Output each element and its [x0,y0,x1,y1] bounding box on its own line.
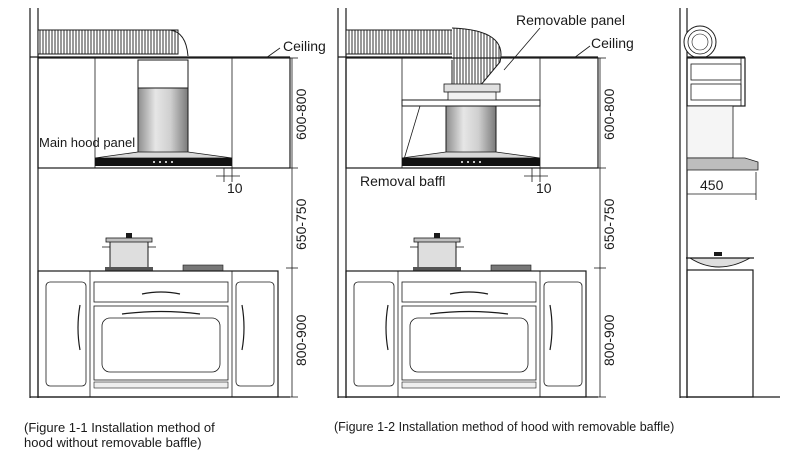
figure-1-2 [337,8,606,398]
figure-1-1-caption: (Figure 1-1 Installation method of hood … [24,420,215,450]
dim-middle-2: 650-750 [601,198,617,250]
dim-lower-2: 800-900 [601,314,617,366]
dim-upper-2: 600-800 [601,88,617,140]
figure-1-1-caption-line2: hood without removable baffle) [24,435,202,450]
removal-baffl-label: Removal baffl [360,173,445,189]
gap-marker-2 [524,168,548,182]
dim-lower-1: 800-900 [293,314,309,366]
side-counter [686,269,754,398]
hood-chimney-1 [137,59,189,161]
hood-canopy-1 [94,151,233,166]
dim-middle-1: 650-750 [293,198,309,250]
removable-panel-collar [443,83,501,101]
figure-1-1 [29,8,298,398]
wall-left-1 [29,8,39,398]
main-hood-panel-label: Main hood panel [39,135,135,150]
hood-chimney-2 [445,105,497,161]
removable-panel-label: Removable panel [516,12,625,28]
gap-marker-1 [216,168,240,182]
upper-cabinets-1 [37,57,291,169]
side-duct [683,25,717,59]
side-depth-dimension [686,172,757,200]
gap-label-1: 10 [227,180,243,196]
pot-1 [102,233,156,269]
figure-1-1-caption-line1: (Figure 1-1 Installation method of [24,420,215,435]
dimension-column-1 [286,57,298,398]
flexible-duct-2 [345,27,502,87]
ceiling-label-2: Ceiling [591,35,634,51]
side-depth-label: 450 [700,177,724,193]
lower-cabinet-2 [345,270,587,398]
wall-left-2 [337,8,347,398]
pot-2 [410,233,464,269]
dim-upper-1: 600-800 [293,88,309,140]
ceiling-label-1: Ceiling [283,38,326,54]
gap-label-2: 10 [536,180,552,196]
side-view [679,8,780,398]
removal-baffle [401,105,421,167]
side-wok [686,252,754,268]
side-upper-cabinet [686,57,746,107]
dimension-column-2 [594,57,606,398]
figure-1-2-caption: (Figure 1-2 Installation method of hood … [334,420,675,434]
lower-cabinet-1 [37,270,279,398]
side-hood [686,105,759,171]
hood-canopy-2 [401,151,541,166]
flexible-duct-1 [37,29,189,57]
